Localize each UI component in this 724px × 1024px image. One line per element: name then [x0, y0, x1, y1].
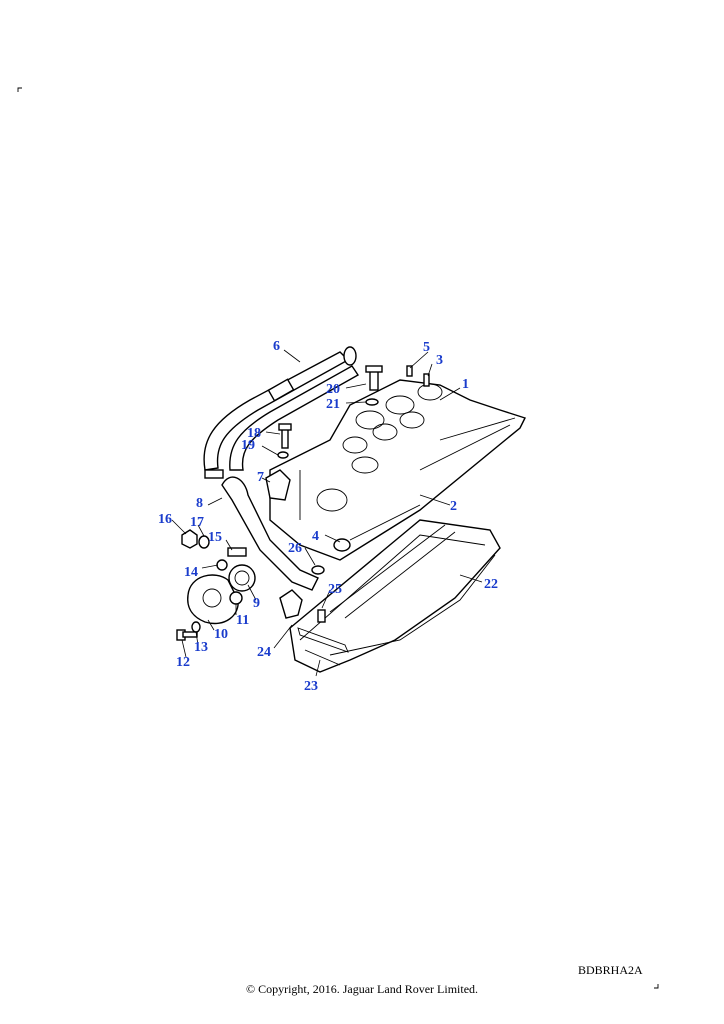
diagram-reference-code: BDBRHA2A: [578, 963, 643, 977]
fasteners: [176, 365, 430, 641]
callout-23: 23: [304, 679, 318, 694]
part-8-hose: [221, 476, 319, 591]
part-1-manifold: [269, 379, 526, 561]
callout-21: 21: [326, 397, 340, 412]
part-22-gasket: [289, 519, 501, 673]
callout-6: 6: [273, 339, 280, 354]
callout-3: 3: [436, 353, 443, 368]
callout-4: 4: [312, 529, 319, 544]
part-23-24-gasket: [279, 589, 349, 653]
callout-labels: 1 2 3 4 5 6 7 8 9 10 11 12 13 14 15 16 1…: [158, 339, 498, 694]
callout-16: 16: [158, 512, 172, 527]
callout-1: 1: [462, 377, 469, 392]
part-10-thermostat-housing: [187, 564, 256, 625]
callout-13: 13: [194, 640, 208, 655]
callout-26: 26: [288, 541, 302, 556]
callout-22: 22: [484, 577, 498, 592]
leader-lines: [171, 349, 483, 677]
callout-14: 14: [184, 565, 198, 580]
corner-mark-bottom-right: [654, 984, 659, 989]
copyright-notice: © Copyright, 2016. Jaguar Land Rover Lim…: [245, 982, 479, 996]
callout-18: 18: [247, 426, 261, 441]
callout-11: 11: [236, 613, 249, 628]
callout-25: 25: [328, 582, 342, 597]
callout-5: 5: [423, 340, 430, 355]
callout-19: 19: [241, 438, 255, 453]
callout-15: 15: [208, 530, 222, 545]
callout-12: 12: [176, 655, 190, 670]
callout-17: 17: [190, 515, 204, 530]
part-6-coolant-pipe: [203, 346, 360, 479]
callout-24: 24: [257, 645, 271, 660]
corner-mark-top-left: [17, 87, 22, 92]
callout-9: 9: [253, 596, 260, 611]
callout-2: 2: [450, 499, 457, 514]
callout-10: 10: [214, 627, 228, 642]
callout-20: 20: [326, 382, 340, 397]
callout-7: 7: [257, 470, 264, 485]
callout-8: 8: [196, 496, 203, 511]
